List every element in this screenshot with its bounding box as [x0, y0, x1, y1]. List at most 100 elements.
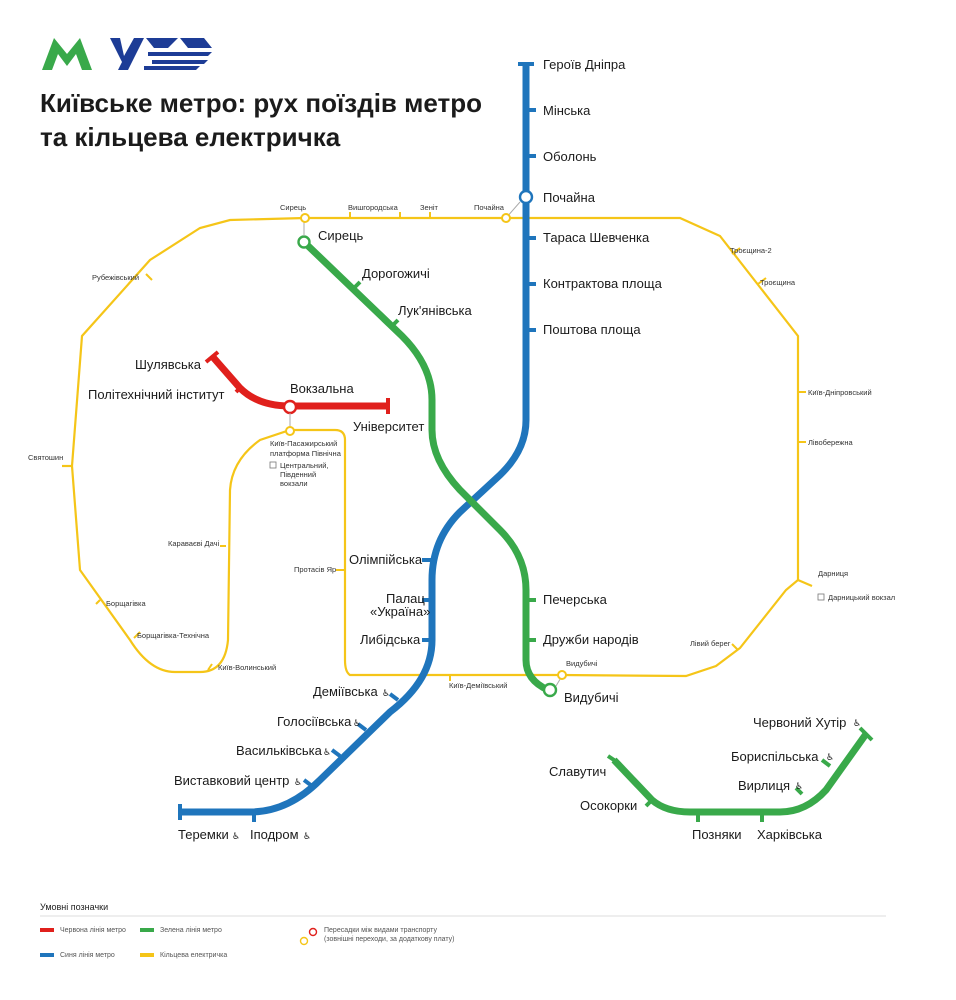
- station-syrets: Сирець: [318, 228, 364, 243]
- station-holosiivska: Голосіївська: [277, 714, 352, 729]
- ring-station-kyiv-volynskyi: Київ-Волинський: [218, 663, 276, 672]
- station-lukianivska: Лук'янівська: [398, 303, 472, 318]
- station-ukraina: «Україна»: [370, 604, 430, 619]
- station-poshtova: Поштова площа: [543, 322, 641, 337]
- green-line-ticks: [352, 280, 874, 822]
- legend-label-transfer-2: (зовнішні переходи, за додаткову плату): [324, 935, 455, 943]
- ring-station-darnytskyi-vokzal: Дарницький вокзал: [828, 593, 895, 602]
- ring-ticks: [95, 212, 806, 681]
- station-heroiv-dnipra: Героїв Дніпра: [543, 57, 626, 72]
- ring-station-borshchahivka: Борщагівка: [106, 599, 146, 608]
- station-boryspilska: Бориспільська: [731, 749, 819, 764]
- accessibility-icon: ♿: [382, 689, 390, 699]
- station-osokorky: Осокорки: [580, 798, 637, 813]
- ring-kyiv-pas: [285, 426, 295, 436]
- ring-station-tsentralnyi: Центральний,: [280, 461, 329, 470]
- metro-logo-icon: [42, 38, 92, 70]
- station-shuliavska: Шулявська: [135, 357, 202, 372]
- station-chervonyi-khutir: Червоний Хутір: [753, 715, 846, 730]
- station-pozniaky: Позняки: [692, 827, 742, 842]
- station-kharkivska: Харківська: [757, 827, 823, 842]
- station-teremky: Теремки: [178, 827, 229, 842]
- red-line-ticks: [204, 350, 390, 414]
- blue-line-end-caps: [178, 62, 534, 820]
- blue-line-labels: Героїв Дніпра Мінська Оболонь Почайна Та…: [174, 57, 663, 842]
- accessibility-icon: ♿: [323, 748, 331, 758]
- ring-station-syrets: Сирець: [280, 203, 306, 212]
- ring-station-pivdennyi: Південний: [280, 470, 316, 479]
- station-vasylkivska: Васильківська: [236, 743, 323, 758]
- ring-station-troieshchyna: Троєщина: [760, 278, 796, 287]
- legend-label-transfer-1: Пересадки між видами транспорту: [324, 926, 437, 934]
- accessibility-icon: ♿: [795, 782, 803, 792]
- station-vokzalna: Вокзальна: [290, 381, 354, 396]
- station-obolon: Оболонь: [543, 149, 597, 164]
- accessibility-icons: ♿ ♿ ♿ ♿ ♿ ♿ ♿ ♿ ♿: [232, 689, 861, 842]
- title-line-1: Київське метро: рух поїздів метро: [40, 88, 482, 118]
- station-vyrlytsia: Вирлиця: [738, 778, 790, 793]
- transfer-syrets: [297, 235, 311, 249]
- station-tarasa-shevchenka: Тараса Шевченка: [543, 230, 650, 245]
- legend-label-red: Червона лінія метро: [60, 926, 126, 934]
- transfer-vydubychi: [542, 682, 558, 698]
- ring-station-zenit: Зеніт: [420, 203, 439, 212]
- station-vydubychi: Видубичі: [564, 690, 619, 705]
- accessibility-icon: ♿: [294, 778, 302, 788]
- uz-railways-logo-icon: [110, 38, 212, 70]
- station-dorohozhychi: Дорогожичі: [362, 266, 430, 281]
- station-slavutych: Славутич: [549, 764, 606, 779]
- ring-station-livyi-bereh: Лівий берег: [690, 639, 731, 648]
- legend-transfer-icon: [299, 936, 309, 946]
- station-ipodrom: Іподром: [250, 827, 299, 842]
- ring-station-borshchahivka-tekhnichna: Борщагівка-Технічна: [137, 631, 210, 640]
- red-line-labels: Шулявська Політехнічний інститут Вокзаль…: [88, 357, 424, 434]
- accessibility-icon: ♿: [353, 719, 361, 729]
- ring-station-rubezhivskyi: Рубежівський: [92, 273, 139, 282]
- accessibility-icon: ♿: [303, 832, 311, 842]
- ring-station-vokzaly: вокзали: [280, 479, 308, 488]
- green-line-labels: Сирець Дорогожичі Лук'янівська Печерська…: [318, 228, 846, 842]
- station-vystavkovyi: Виставковий центр: [174, 773, 289, 788]
- station-pecherska: Печерська: [543, 592, 608, 607]
- station-olimpiiska: Олімпійська: [349, 552, 423, 567]
- ring-station-vydubychi: Видубичі: [566, 659, 598, 668]
- blue-line: [180, 64, 530, 816]
- ring-station-kyiv-dniprovskyi: Київ-Дніпровський: [808, 388, 872, 397]
- accessibility-icon: ♿: [853, 719, 861, 729]
- legend-title: Умовні позначки: [40, 902, 108, 912]
- train-station-icon: [817, 593, 825, 601]
- ring-station-karavaievi-dachi: Караваєві Дачі: [168, 539, 220, 548]
- ring-station-kyiv-pasazhyrskyi: Київ-Пасажирський: [270, 439, 337, 448]
- ring-station-livoberezhna: Лівобережна: [808, 438, 853, 447]
- ring-labels: Сирець Вишгородська Зеніт Почайна Троєщи…: [28, 203, 895, 690]
- ring-pochaina: [501, 213, 511, 223]
- transfer-vokzalna: [282, 399, 298, 415]
- station-politekhnichnyi: Політехнічний інститут: [88, 387, 225, 402]
- station-palats: Палац: [386, 591, 425, 606]
- ring-station-platforma-pivnichna: платформа Північна: [270, 449, 342, 458]
- legend: Умовні позначки Червона лінія метро Зеле…: [40, 902, 886, 959]
- legend-label-green: Зелена лінія метро: [160, 926, 222, 934]
- interchange-circles: [282, 189, 567, 698]
- ring-station-troieshchyna-2: Троєщина-2: [730, 246, 772, 255]
- legend-label-blue: Синя лінія метро: [60, 951, 115, 959]
- ring-syrets: [300, 213, 310, 223]
- ring-station-kyiv-demiivskyi: Київ-Деміївський: [449, 681, 508, 690]
- ring-station-vyshhorodska: Вишгородська: [348, 203, 399, 212]
- station-minska: Мінська: [543, 103, 591, 118]
- legend-transfer-icon: [308, 927, 318, 937]
- title-line-2: та кільцева електричка: [40, 122, 341, 152]
- station-druzhby-narodiv: Дружби народів: [543, 632, 639, 647]
- ring-vydubychi: [557, 670, 567, 680]
- train-station-icon: [269, 461, 277, 469]
- station-lybidska: Либідська: [360, 632, 421, 647]
- station-pochaina: Почайна: [543, 190, 596, 205]
- green-line: [301, 239, 869, 816]
- accessibility-icon: ♿: [232, 832, 240, 842]
- station-kontraktova: Контрактова площа: [543, 276, 663, 291]
- map-title: Київське метро: рух поїздів метро та кіл…: [40, 86, 520, 154]
- legend-label-yellow: Кільцева електричка: [160, 951, 227, 959]
- transfer-pochaina: [518, 189, 534, 205]
- accessibility-icon: ♿: [826, 753, 834, 763]
